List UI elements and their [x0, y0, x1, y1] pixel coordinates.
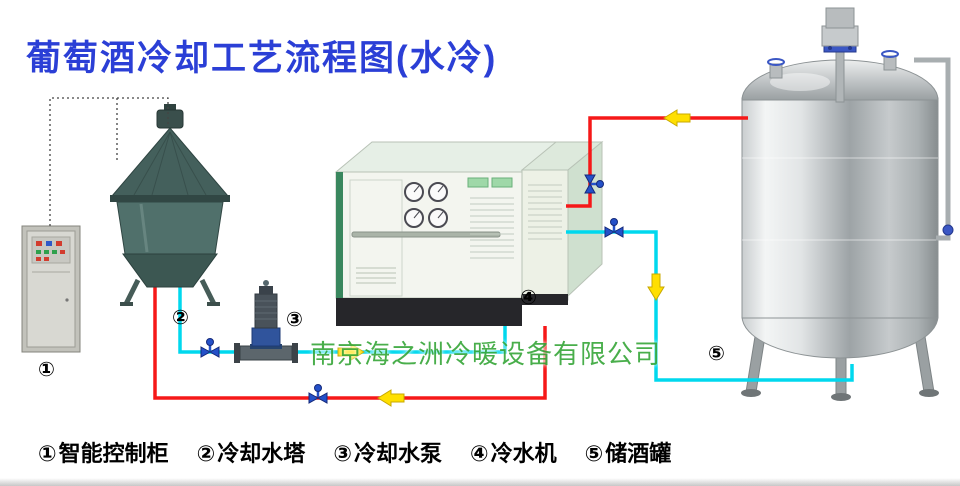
indicator-green — [36, 250, 41, 254]
nozzle-handwheel — [881, 50, 899, 58]
indicator-red — [36, 241, 42, 246]
chiller — [334, 140, 604, 326]
pump-flange — [234, 343, 240, 363]
tower-motor-cap — [164, 104, 176, 112]
indicator-blue — [46, 241, 52, 246]
control-signal-lines — [49, 97, 169, 226]
tank-side-pipe — [914, 57, 951, 241]
valve-return-line — [307, 383, 329, 405]
legend-item-cabinet: ①智能控制柜 — [38, 436, 171, 468]
tower-basin — [122, 253, 218, 288]
tower-leg — [123, 278, 141, 306]
legend-num: ① — [38, 441, 57, 466]
motor-eyebolt — [263, 280, 269, 286]
gauge-needle — [413, 211, 420, 219]
indicator-green — [44, 250, 49, 254]
tower-leg — [199, 278, 217, 306]
tower-fan-motor — [156, 109, 184, 129]
flow-arrow-return-to-tower — [377, 389, 405, 407]
motor-cap — [259, 286, 273, 294]
tower-cone-rib — [151, 131, 171, 196]
agitator-gearbox — [821, 25, 859, 47]
wine-tank — [741, 7, 954, 401]
flow-arrow-down-to-tank — [647, 273, 665, 301]
flange-bolt — [828, 46, 832, 50]
label-sticker — [491, 177, 513, 188]
legend-item-tank: ⑤储酒罐 — [585, 436, 674, 468]
tower-body — [116, 201, 224, 255]
cooling-pump — [234, 280, 298, 363]
tank-foot — [741, 389, 761, 397]
tower-cone-rib — [169, 131, 207, 196]
indicator-red — [44, 257, 49, 261]
indicator-red — [56, 241, 62, 246]
legend-num: ② — [196, 441, 216, 466]
flow-arrow-tank-to-chiller — [663, 109, 691, 127]
callout-num-tower: ② — [172, 307, 189, 329]
side-pipe-valve — [942, 224, 954, 236]
pump-motor — [254, 293, 278, 329]
pump-volute — [251, 327, 281, 347]
tower-rim — [110, 195, 230, 202]
chiller-module2-base — [522, 294, 568, 305]
tower-cone-top — [110, 127, 230, 197]
page-bottom-shade — [0, 478, 960, 486]
callout-num-pump: ③ — [286, 309, 303, 331]
legend: ①智能控制柜 ②冷却水塔 ③冷却水泵 ④冷水机 ⑤储酒罐 — [38, 436, 673, 468]
cooling-tower — [110, 104, 230, 306]
tower-highlight — [139, 203, 149, 253]
legend-item-tower: ②冷却水塔 — [197, 436, 308, 468]
pipe-cold-chiller-to-tank — [566, 230, 854, 382]
gauge-needle — [413, 185, 420, 193]
tank-body — [741, 97, 939, 319]
nozzle-handwheel — [767, 58, 785, 66]
callout-num-chiller: ④ — [520, 287, 537, 309]
dome-nozzle — [883, 55, 897, 71]
legend-num: ③ — [333, 441, 352, 466]
tower-foot — [207, 302, 220, 306]
callout-num-cabinet: ① — [38, 359, 55, 381]
callout-num-tank: ⑤ — [708, 343, 725, 365]
legend-label: 智能控制柜 — [58, 441, 169, 466]
dome-highlight — [770, 73, 830, 91]
watermark: 南京海之洲冷暖设备有限公司 — [310, 339, 662, 369]
chiller-green-stripe — [336, 172, 343, 298]
legend-item-chiller: ④冷水机 — [470, 436, 559, 468]
legend-num: ⑤ — [584, 441, 604, 466]
legend-label: 冷水机 — [490, 441, 557, 466]
page-title: 葡萄酒冷却工艺流程图(水冷) — [26, 39, 498, 78]
legend-item-pump: ③冷却水泵 — [333, 436, 444, 468]
tank-bottom-dome — [741, 315, 939, 359]
valve-cold-line — [603, 217, 625, 239]
cabinet-lock — [65, 298, 69, 302]
legend-label: 冷却水泵 — [353, 441, 442, 466]
tank-foot — [831, 393, 851, 401]
chiller-module2-front — [521, 169, 569, 301]
legend-num: ④ — [469, 441, 489, 466]
legend-label: 储酒罐 — [605, 441, 672, 466]
tower-foot — [120, 302, 133, 306]
gauge-needle — [437, 185, 444, 193]
pump-flange — [292, 343, 298, 363]
agitator-motor — [825, 7, 855, 29]
indicator-red — [36, 257, 41, 261]
indicator-red — [60, 250, 65, 254]
pipe-hot-return-to-tower — [153, 278, 547, 400]
chiller-door — [349, 179, 403, 297]
gauge-needle — [437, 211, 444, 219]
chiller-base — [336, 298, 522, 326]
valve-tower-outlet — [199, 337, 221, 359]
dome-nozzle — [769, 63, 783, 79]
legend-label: 冷却水塔 — [217, 441, 306, 466]
tower-cone-rib — [169, 131, 189, 196]
flange-bolt — [848, 46, 852, 50]
indicator-green — [52, 250, 57, 254]
signal-line-cabinet-to-tower — [49, 97, 169, 226]
label-sticker — [467, 177, 489, 188]
tank-foot — [919, 389, 939, 397]
tower-cone-rib — [133, 131, 171, 196]
control-cabinet — [21, 225, 81, 353]
